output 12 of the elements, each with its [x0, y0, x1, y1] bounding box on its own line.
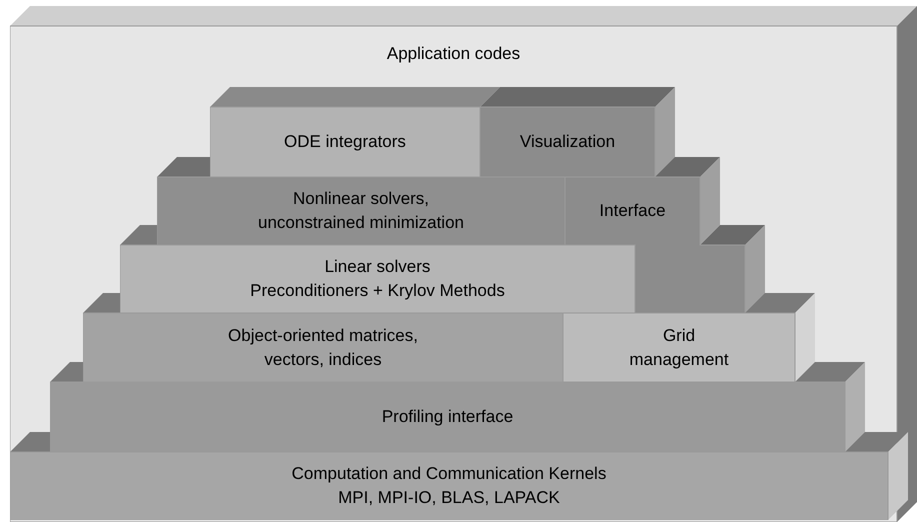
block-label: Application codes	[386, 43, 520, 65]
block-label: Object-oriented matrices, vectors, indices	[227, 324, 419, 370]
block-label: Visualization	[520, 131, 616, 153]
block-label: Linear solvers	[324, 256, 430, 278]
block-label: ODE integrators	[284, 131, 406, 153]
block-label: Preconditioners + Krylov Methods	[250, 280, 505, 302]
block-label: Interface	[599, 200, 666, 222]
block-label: Grid management	[628, 324, 730, 370]
block-label: MPI, MPI-IO, BLAS, LAPACK	[338, 487, 560, 509]
block-label: Profiling interface	[382, 406, 514, 428]
block-label: Nonlinear solvers, unconstrained minimization	[257, 188, 465, 234]
block-label: Computation and Communication Kernels	[292, 463, 606, 485]
